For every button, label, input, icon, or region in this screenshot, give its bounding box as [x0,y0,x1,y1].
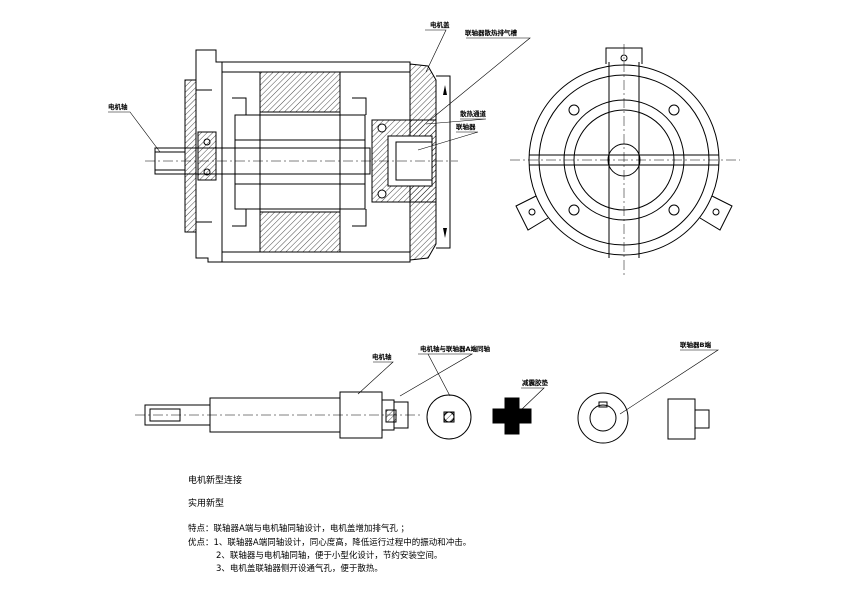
label-coupling-vent: 联轴器散热排气槽 [465,28,518,37]
label-heat-channel: 散热通道 [460,109,487,118]
label-motor-cover: 电机盖 [430,20,450,29]
label-coupling: 联轴器 [456,122,476,131]
damping-pad-shape [492,397,532,435]
feature-text: 特点：联轴器A端与电机轴同轴设计，电机盖增加排气孔 ； [188,524,410,534]
advantage-2-text: 2、联轴器与电机轴同轴，便于小型化设计，节约安装空间。 [216,551,443,561]
bearing [197,131,217,181]
motor-section-view [145,49,458,263]
rotor [234,114,366,210]
subtitle-text: 实用新型 [188,499,225,509]
flow-arrows [443,85,447,238]
label-coupling-b-end: 联轴器B端 [680,340,711,349]
motor-end-view [510,44,740,276]
coupling-b-end-side [667,398,696,440]
mounting-lug-right [699,195,733,231]
coupling-b-end-view [577,392,710,444]
advantage-1-text: 优点：1、联轴器A端同轴设计，同心度高，降低运行过程中的振动和冲击。 [188,538,472,548]
label-motor-shaft-bottom: 电机轴 [372,352,392,361]
leader-lines [108,29,720,415]
label-motor-shaft: 电机轴 [108,102,128,111]
mounting-lug-left [515,195,549,231]
title-text: 电机新型连接 [188,476,243,486]
label-damping-pad: 减震胶垫 [522,378,549,387]
label-coaxial: 电机轴与联轴器A端同轴 [420,344,491,353]
advantage-3-text: 3、电机盖联轴器侧开设通气孔，便于散热。 [216,564,383,574]
coupling-a-end-view [426,394,472,440]
shaft-assembly-view [135,391,420,439]
